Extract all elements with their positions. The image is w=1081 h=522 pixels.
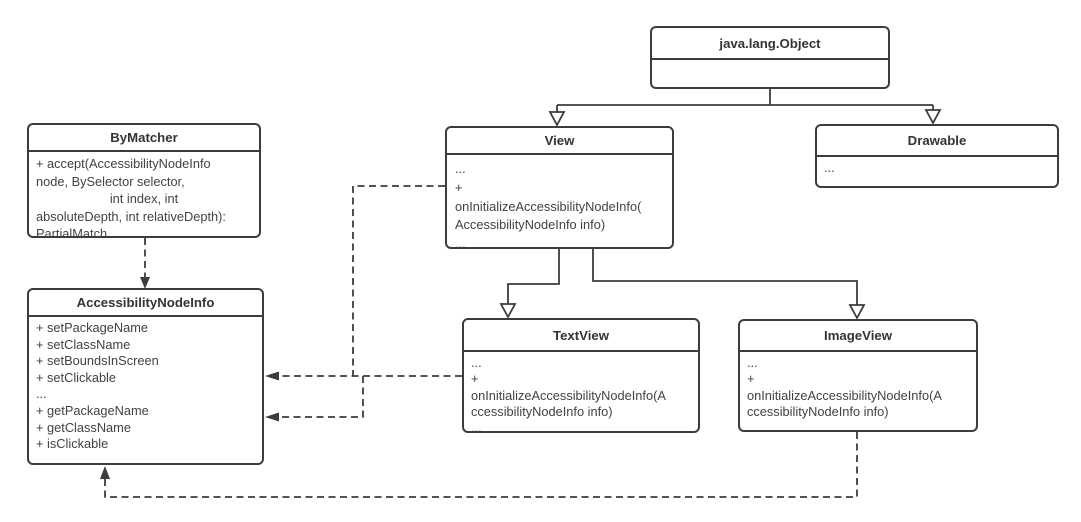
member-line: + accept(AccessibilityNodeInfo xyxy=(36,156,211,171)
class-title-bymatcher: ByMatcher xyxy=(29,125,259,152)
class-box-drawable: Drawable ... xyxy=(815,124,1059,188)
generalization-view-imageview xyxy=(592,249,858,305)
class-members-accessibilitynodeinfo: + setPackageName + setClassName + setBou… xyxy=(29,317,262,463)
member-line: + setClassName xyxy=(36,336,131,352)
member-line: onInitializeAccessibilityNodeInfo(A xyxy=(747,387,942,403)
class-title-textview: TextView xyxy=(464,320,698,352)
class-box-object: java.lang.Object xyxy=(650,26,890,89)
class-members-imageview: ... + onInitializeAccessibilityNodeInfo(… xyxy=(740,352,976,430)
dependency-arrow-lower xyxy=(265,412,279,422)
class-box-imageview: ImageView ... + onInitializeAccessibilit… xyxy=(738,319,978,432)
member-line: ... xyxy=(747,355,758,370)
class-box-view: View ... + onInitializeAccessibilityNode… xyxy=(445,126,674,249)
inheritance-triangle-imageview xyxy=(848,304,866,320)
class-title-drawable: Drawable xyxy=(817,126,1057,157)
member-line: ... xyxy=(471,355,482,370)
class-members-view: ... + onInitializeAccessibilityNodeInfo(… xyxy=(447,155,672,247)
member-line: ... xyxy=(455,236,466,247)
member-line: onInitializeAccessibilityNodeInfo(A xyxy=(471,387,666,403)
dependency-view-ani xyxy=(352,185,445,376)
class-title-imageview: ImageView xyxy=(740,321,976,352)
class-members-drawable: ... xyxy=(817,157,1057,186)
member-line: ccessibilityNodeInfo info) xyxy=(471,403,613,419)
member-line: ... xyxy=(36,452,47,463)
member-line: + getClassName xyxy=(36,419,131,435)
dependency-arrow-upper xyxy=(265,371,279,381)
member-line: + setClickable xyxy=(36,369,117,385)
inheritance-triangle-view xyxy=(548,111,566,127)
inheritance-triangle-drawable xyxy=(924,109,942,125)
dependency-branch-lower xyxy=(281,376,364,418)
class-title-object: java.lang.Object xyxy=(652,28,888,60)
member-line: ccessibilityNodeInfo info) xyxy=(747,403,889,419)
dependency-arrow-bottom xyxy=(100,466,110,479)
member-line: ... xyxy=(747,420,758,430)
member-line: + setBoundsInScreen xyxy=(36,353,159,369)
member-line: PartialMatch xyxy=(36,226,108,236)
dependency-arrow-bymatcher xyxy=(140,277,150,289)
class-members-textview: ... + onInitializeAccessibilityNodeInfo(… xyxy=(464,352,698,431)
member-line: + getPackageName xyxy=(36,402,149,418)
class-box-textview: TextView ... + onInitializeAccessibility… xyxy=(462,318,700,433)
class-title-view: View xyxy=(447,128,672,155)
generalization-object-branch xyxy=(556,89,934,112)
dependency-imageview-ani xyxy=(104,432,858,498)
member-line: AccessibilityNodeInfo info) xyxy=(455,217,606,233)
inheritance-triangle-textview xyxy=(499,303,517,319)
class-members-object xyxy=(652,60,888,87)
member-line: absoluteDepth, int relativeDepth): xyxy=(36,208,226,224)
generalization-view-textview xyxy=(507,249,560,304)
class-title-accessibilitynodeinfo: AccessibilityNodeInfo xyxy=(29,290,262,317)
class-box-accessibilitynodeinfo: AccessibilityNodeInfo + setPackageName +… xyxy=(27,288,264,465)
member-line: + xyxy=(471,371,479,387)
member-line: int index, int xyxy=(109,191,179,206)
member-line: + setPackageName xyxy=(36,320,149,335)
member-line: ... xyxy=(36,386,47,402)
member-line: onInitializeAccessibilityNodeInfo( xyxy=(455,198,642,214)
class-members-bymatcher: + accept(AccessibilityNodeInfo node, ByS… xyxy=(29,152,259,236)
member-line: ... xyxy=(471,420,482,431)
member-line: + xyxy=(747,371,755,387)
class-box-bymatcher: ByMatcher + accept(AccessibilityNodeInfo… xyxy=(27,123,261,238)
member-line: + isClickable xyxy=(36,436,109,452)
member-line: ... xyxy=(455,161,466,176)
member-line: node, BySelector selector, xyxy=(36,173,185,189)
member-line: ... xyxy=(824,160,835,175)
member-line: + xyxy=(455,179,463,195)
